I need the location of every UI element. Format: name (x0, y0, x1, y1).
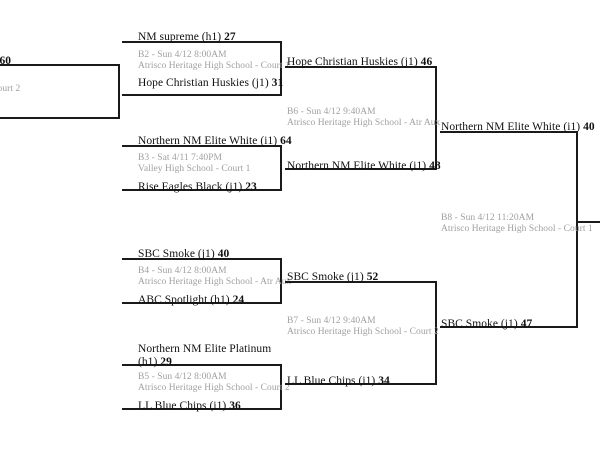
match-b6-venue: Atrisco Heritage High School - Atr Aux (287, 117, 441, 128)
match-b3-venue: Valley High School - Court 1 (138, 163, 251, 174)
team-score: 47 (520, 318, 533, 330)
match-b4-bottom-team[interactable]: ABC Spotlight (h1) 24 (138, 294, 244, 307)
team-name: SBC Smoke (j1) (441, 318, 518, 330)
match-b6-info: B6 - Sun 4/12 9:40AM Atrisco Heritage Hi… (287, 107, 440, 128)
match-b4-info: B4 - Sun 4/12 8:00AM Atrisco Heritage Hi… (138, 266, 291, 287)
team-name: SBC Smoke (j1) (138, 248, 215, 260)
team-score: 40 (217, 248, 230, 260)
team-score: 27 (224, 31, 236, 43)
match-b5-venue: Atrisco Heritage High School - Court 2 (138, 382, 290, 393)
match-b1-top-team[interactable]: pe Christian Huskies (j1) 60 (0, 55, 11, 68)
match-b4-datetime: B4 - Sun 4/12 8:00AM (138, 266, 227, 276)
match-b3-bottom-team[interactable]: Rise Eagles Black (j1) 23 (138, 181, 257, 194)
match-b3-top-team[interactable]: Northern NM Elite White (i1) 64 (138, 135, 292, 148)
team-name: Northern NM Elite White (i1) (441, 121, 581, 133)
match-b1-datetime: Sat 4/11 7:40PM (0, 73, 20, 84)
match-b7-bottom-team[interactable]: LL Blue Chips (i1) 34 (287, 375, 390, 388)
match-b8-datetime: B8 - Sun 4/12 11:20AM (441, 213, 535, 223)
match-box-b4 (122, 258, 282, 304)
team-score: 52 (366, 271, 379, 283)
team-score: 48 (429, 160, 441, 172)
match-b7-info: B7 - Sun 4/12 9:40AM Atrisco Heritage Hi… (287, 316, 439, 337)
match-b2-datetime: B2 - Sun 4/12 8:00AM (138, 50, 227, 60)
team-name: SBC Smoke (j1) (287, 271, 364, 283)
team-score: 31 (271, 77, 284, 89)
match-b7-venue: Atrisco Heritage High School - Court 2 (287, 326, 439, 337)
team-name: Northern NM Elite Platinum (h1) (138, 343, 272, 368)
team-score: 34 (378, 375, 390, 387)
match-b2-info: B2 - Sun 4/12 8:00AM Atrisco Heritage Hi… (138, 50, 290, 71)
team-name: Northern NM Elite White (i1) (287, 160, 427, 172)
team-score: 29 (160, 356, 172, 368)
match-box-b7 (285, 281, 437, 385)
match-b5-info: B5 - Sun 4/12 8:00AM Atrisco Heritage Hi… (138, 372, 290, 393)
match-box-b3 (122, 145, 282, 191)
match-b7-top-team[interactable]: SBC Smoke (j1) 52 (287, 271, 378, 284)
match-b1-info: Sat 4/11 7:40PM sco Heritage High School… (0, 73, 20, 94)
match-b2-bottom-team[interactable]: Hope Christian Huskies (j1) 31 (138, 77, 283, 90)
match-b3-datetime: B3 - Sat 4/11 7:40PM (138, 153, 223, 163)
team-name: LL Blue Chips (i1) (287, 375, 376, 387)
team-name: Hope Christian Huskies (j1) (138, 77, 269, 89)
match-b2-venue: Atrisco Heritage High School - Court 1 (138, 60, 290, 71)
team-name: Northern NM Elite White (i1) (138, 135, 278, 147)
match-b5-bottom-team[interactable]: LL Blue Chips (i1) 36 (138, 400, 241, 413)
match-b2-top-team[interactable]: NM supreme (h1) 27 (138, 31, 236, 44)
champion-connector (578, 221, 600, 223)
team-name: Rise Eagles Black (j1) (138, 181, 243, 193)
match-box-b1 (0, 64, 120, 119)
team-score: 46 (420, 56, 433, 68)
match-b1-venue: sco Heritage High School - Court 2 (0, 83, 21, 94)
team-score: 23 (245, 181, 257, 193)
team-score: 36 (229, 400, 241, 412)
team-name: NM supreme (h1) (138, 31, 222, 43)
team-name: Hope Christian Huskies (j1) (287, 56, 418, 68)
match-b8-bottom-team[interactable]: SBC Smoke (j1) 47 (441, 318, 532, 331)
match-box-b5 (122, 364, 282, 410)
match-b3-info: B3 - Sat 4/11 7:40PM Valley High School … (138, 153, 251, 174)
match-b6-bottom-team[interactable]: Northern NM Elite White (i1) 48 (287, 160, 441, 173)
match-b8-top-team[interactable]: Northern NM Elite White (i1) 40 (441, 121, 595, 134)
match-b5-datetime: B5 - Sun 4/12 8:00AM (138, 372, 227, 382)
match-b5-top-team[interactable]: Northern NM Elite Platinum (h1) 29 (138, 343, 288, 369)
team-score: 24 (232, 294, 245, 306)
team-score: 60 (0, 55, 12, 67)
match-box-b2 (122, 41, 282, 96)
match-b7-datetime: B7 - Sun 4/12 9:40AM (287, 316, 376, 326)
match-box-b6 (285, 66, 437, 170)
match-b4-venue: Atrisco Heritage High School - Atr Aux (138, 276, 292, 287)
match-box-b8 (440, 131, 578, 328)
team-name: LL Blue Chips (i1) (138, 400, 227, 412)
match-b6-datetime: B6 - Sun 4/12 9:40AM (287, 107, 376, 117)
team-score: 40 (583, 121, 595, 133)
match-b4-top-team[interactable]: SBC Smoke (j1) 40 (138, 248, 229, 261)
match-b6-top-team[interactable]: Hope Christian Huskies (j1) 46 (287, 56, 432, 69)
match-b8-venue: Atrisco Heritage High School - Court 1 (441, 223, 593, 234)
team-name: ABC Spotlight (h1) (138, 294, 230, 306)
match-b8-info: B8 - Sun 4/12 11:20AM Atrisco Heritage H… (441, 213, 593, 234)
team-score: 64 (280, 135, 292, 147)
